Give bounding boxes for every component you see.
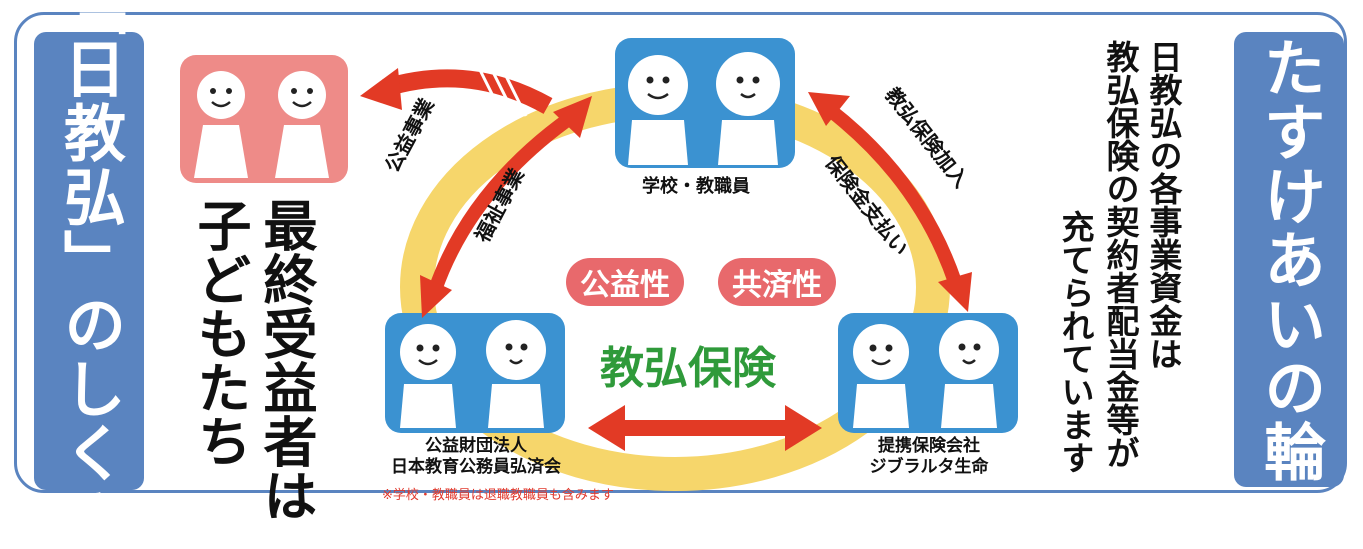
public-interest-badge: 公益性 — [566, 258, 684, 306]
foundation-caption: 公益財団法人 日本教育公務員弘済会 — [385, 436, 567, 479]
cycle-diagram — [180, 38, 1018, 491]
school-caption: 学校・教職員 — [642, 176, 750, 197]
welfare-arrow — [420, 96, 592, 318]
insurance-arrow — [808, 92, 972, 312]
insurer-card — [838, 313, 1018, 433]
footnote: ※学校・教職員は退職教職員も含みます — [382, 488, 614, 503]
foundation-insurer-arrow — [588, 405, 822, 451]
staff-figure-right — [486, 320, 546, 428]
child-figure-right — [275, 69, 329, 178]
foundation-card — [385, 313, 565, 433]
right-note-line-1: 日教弘の各事業資金は — [1144, 40, 1183, 370]
staff-figure-left — [400, 324, 456, 428]
foundation-caption-line-2: 日本教育公務員弘済会 — [391, 457, 561, 478]
beneficiary-title: 最終受益者は — [254, 198, 317, 522]
agent-figure-left — [853, 324, 909, 428]
insurer-caption-line-1: 提携保険会社 — [878, 436, 980, 456]
school-card — [615, 38, 795, 168]
insurer-caption: 提携保険会社 ジブラルタ生命 — [838, 436, 1020, 479]
right-note-line-2: 教弘保険の契約者配当金等が — [1101, 40, 1140, 469]
right-note-line-3: 充てられています — [1056, 210, 1095, 474]
teacher-figure-right — [716, 52, 780, 165]
teacher-figure-left — [628, 55, 688, 165]
children-card — [180, 55, 348, 183]
mutual-aid-badge: 共済性 — [718, 258, 836, 306]
left-title-panel: 「日教弘」のしくみ — [34, 0, 144, 549]
right-title-text: たすけあいの輪 — [1253, 35, 1326, 484]
agent-figure-right — [939, 320, 999, 428]
center-title: 教弘保険 — [600, 343, 776, 394]
beneficiary-subtitle: 子どもたち — [188, 198, 251, 468]
public-business-arrow — [360, 68, 553, 117]
foundation-caption-line-1: 公益財団法人 — [425, 436, 527, 456]
insurer-caption-line-2: ジブラルタ生命 — [869, 457, 989, 478]
child-figure-left — [194, 69, 248, 178]
right-title-panel: たすけあいの輪 — [1234, 32, 1344, 487]
left-title-text: 「日教弘」のしくみ — [53, 0, 126, 549]
